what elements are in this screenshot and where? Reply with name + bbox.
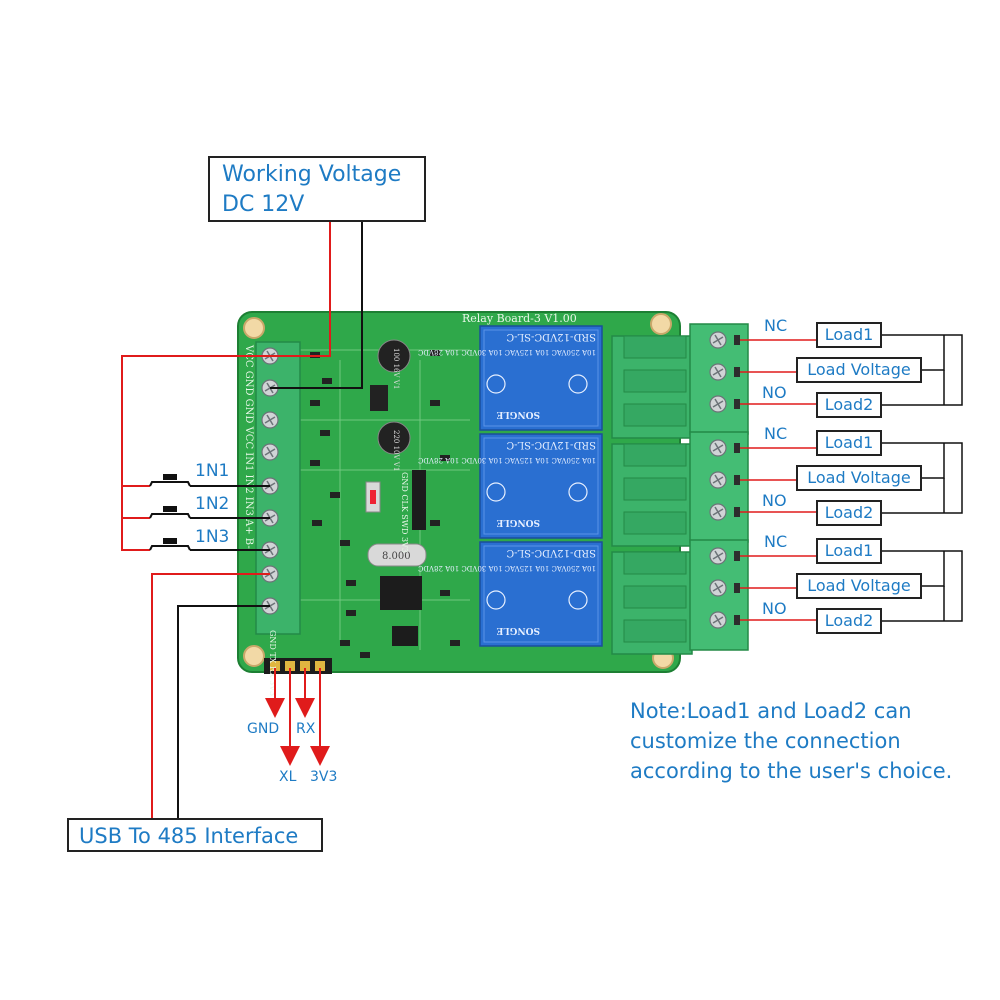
terminal-block-silkscreen: VCC GND GND VCC IN1 IN2 IN3 A+ B- — [243, 344, 254, 549]
serial-label-3v3: 3V3 — [310, 769, 338, 785]
a-plus-wire — [151, 573, 270, 818]
rs485-wires — [151, 573, 270, 818]
load-voltage-box: Load Voltage — [796, 357, 922, 383]
output-terminal-screw — [709, 579, 727, 597]
crystal-oscillator: 8.000 — [367, 543, 427, 567]
load1-box: Load1 — [816, 538, 882, 564]
ul-logo-icon — [486, 482, 506, 502]
load2-box: Load2 — [816, 500, 882, 526]
input-label-1n3: 1N3 — [195, 527, 230, 547]
output-terminal-screw — [709, 331, 727, 349]
output-terminal-screw — [709, 547, 727, 565]
terminal-screw — [261, 411, 279, 429]
gnd-wire — [270, 222, 363, 389]
debug-header: GND CLK SWD 3V3 — [400, 470, 426, 553]
output-terminal-group — [611, 323, 963, 655]
relay-group: SRD-12VDC-SL-C 10A 250VAC 10A 125VAC 10A … — [418, 325, 603, 647]
output-terminal-screw — [709, 471, 727, 489]
microcontroller-chip — [380, 576, 422, 610]
ul-logo-icon — [486, 590, 506, 610]
load2-box: Load2 — [816, 608, 882, 634]
output-terminal-screw — [709, 395, 727, 413]
svg-text:220 10V V1: 220 10V V1 — [392, 430, 400, 471]
nc-label: NC — [764, 424, 788, 443]
no-label: NO — [762, 383, 787, 402]
relay-brand-label: SONGLE — [496, 517, 540, 527]
mount-hole — [650, 313, 672, 335]
serial-label-gnd: GND — [247, 721, 280, 737]
load2-box: Load2 — [816, 392, 882, 418]
working-voltage-line2: DC 12V — [222, 192, 305, 217]
b-minus-wire — [177, 605, 270, 818]
switch-1n3 — [149, 538, 191, 551]
terminal-screw — [261, 443, 279, 461]
reset-button-cap — [370, 490, 376, 504]
load-voltage-box: Load Voltage — [796, 573, 922, 599]
usb-485-box: USB To 485 Interface — [67, 818, 323, 852]
no-label: NO — [762, 599, 787, 618]
switch-1n2 — [149, 506, 191, 519]
capacitor-100uf: 100 16V V1 — [377, 339, 411, 389]
load1-box: Load1 — [816, 430, 882, 456]
cqc-logo-icon — [568, 482, 588, 502]
load-voltage-box: Load Voltage — [796, 465, 922, 491]
switch-1n1 — [149, 474, 191, 487]
serial-arrows — [265, 668, 330, 766]
output-terminal-screw — [709, 611, 727, 629]
serial-label-xl: XL — [279, 769, 297, 785]
load-bracket — [882, 442, 963, 514]
svg-text:GND TX RX 3V3: GND TX RX 3V3 — [268, 630, 277, 696]
usb-485-label: USB To 485 Interface — [79, 824, 299, 848]
input-wires — [121, 355, 270, 551]
cqc-logo-icon — [568, 374, 588, 394]
output-terminal-block — [611, 323, 963, 439]
input-label-1n1: 1N1 — [195, 461, 230, 481]
working-voltage-box: Working Voltage DC 12V — [208, 156, 426, 222]
voltage-regulator — [370, 385, 388, 411]
nc-label: NC — [764, 316, 788, 335]
components: 100 16V V1 220 10V V1 8.000 GND CLK S — [264, 339, 460, 696]
note-text: Note:Load1 and Load2 can customize the c… — [630, 699, 953, 783]
relay-module: SRD-12VDC-SL-C 10A 250VAC 10A 125VAC 10A … — [418, 325, 603, 431]
svg-text:GND CLK SWD 3V3: GND CLK SWD 3V3 — [400, 472, 409, 553]
relay-rating-label: 10A 250VAC 10A 125VAC 10A 30VDC 10A 28VD… — [418, 564, 596, 572]
output-terminal-screw — [709, 503, 727, 521]
rs485-chip — [392, 626, 418, 646]
relay-module: SRD-12VDC-SL-C 10A 250VAC 10A 125VAC 10A … — [418, 433, 603, 539]
mount-hole — [243, 317, 265, 339]
serial-header: GND TX RX 3V3 — [264, 630, 332, 696]
output-terminal-screw — [709, 439, 727, 457]
relay-brand-label: SONGLE — [496, 409, 540, 419]
relay-rating-label: 10A 250VAC 10A 125VAC 10A 30VDC 10A 28VD… — [418, 348, 596, 356]
power-wires — [270, 222, 363, 389]
output-terminal-block — [611, 431, 963, 547]
relay-brand-label: SONGLE — [496, 625, 540, 635]
working-voltage-line1: Working Voltage — [222, 162, 402, 187]
relay-rating-label: 10A 250VAC 10A 125VAC 10A 30VDC 10A 28VD… — [418, 456, 596, 464]
load-bracket — [882, 334, 963, 406]
nc-label: NC — [764, 532, 788, 551]
relay-model-label: SRD-12VDC-SL-C — [506, 439, 596, 450]
capacitor-220uf: 220 10V V1 — [377, 421, 411, 471]
load1-box: Load1 — [816, 322, 882, 348]
relay-model-label: SRD-12VDC-SL-C — [506, 331, 596, 342]
load-bracket — [882, 550, 963, 622]
input-label-1n2: 1N2 — [195, 494, 230, 514]
cqc-logo-icon — [568, 590, 588, 610]
mount-hole — [243, 645, 265, 667]
output-terminal-block — [611, 539, 963, 655]
vcc-wire — [270, 222, 331, 357]
svg-text:100 16V V1: 100 16V V1 — [392, 348, 400, 389]
ul-logo-icon — [486, 374, 506, 394]
serial-label-rx: RX — [296, 721, 316, 737]
relay-module: SRD-12VDC-SL-C 10A 250VAC 10A 125VAC 10A … — [418, 541, 603, 647]
left-terminal-block — [255, 341, 301, 635]
output-terminal-screw — [709, 363, 727, 381]
relay-model-label: SRD-12VDC-SL-C — [506, 547, 596, 558]
board-title: Relay Board-3 V1.00 — [462, 312, 577, 325]
no-label: NO — [762, 491, 787, 510]
svg-text:8.000: 8.000 — [382, 551, 411, 562]
